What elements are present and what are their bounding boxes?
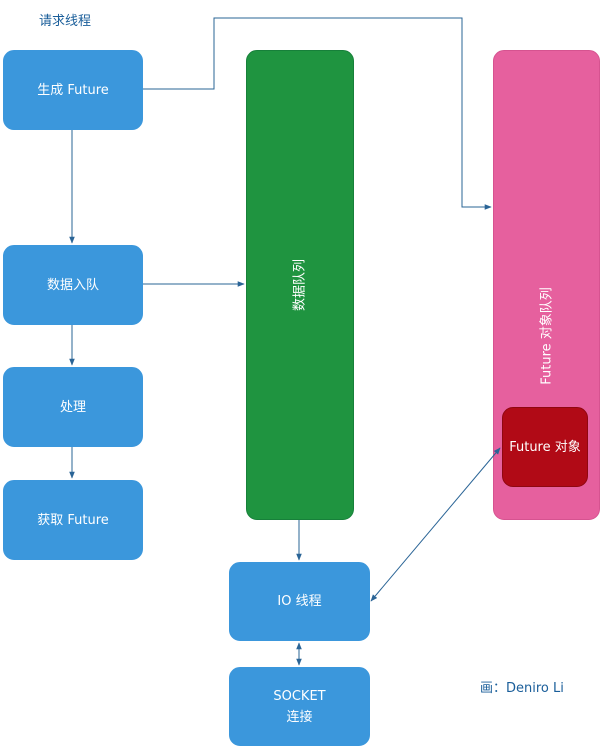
fetch-future-box[interactable]: 获取 Future — [3, 480, 143, 560]
io-thread-label: IO 线程 — [277, 594, 322, 609]
author-credit: 画：Deniro Li — [480, 681, 564, 696]
io-thread-box[interactable]: IO 线程 — [229, 562, 370, 641]
generate-future-box[interactable]: 生成 Future — [3, 50, 143, 130]
socket-label-line2: 连接 — [286, 709, 313, 725]
data-queue-box[interactable]: 数据队列 — [246, 50, 354, 520]
socket-label-line1: SOCKET — [273, 688, 326, 704]
socket-connection-box[interactable]: SOCKET 连接 — [229, 667, 370, 746]
process-label: 处理 — [59, 399, 86, 415]
enqueue-data-box[interactable]: 数据入队 — [3, 245, 143, 325]
enqueue-data-label: 数据入队 — [46, 277, 99, 293]
arrow-generate-to-future-queue — [143, 17, 492, 210]
generate-future-label: 生成 Future — [37, 82, 109, 98]
future-object-label: Future 对象 — [509, 439, 581, 455]
process-box[interactable]: 处理 — [3, 367, 143, 447]
fetch-future-label: 获取 Future — [37, 512, 109, 528]
arrow-io-thread-future-object — [370, 447, 501, 602]
request-thread-title: 请求线程 — [39, 14, 92, 29]
future-object-box[interactable]: Future 对象 — [502, 407, 588, 487]
